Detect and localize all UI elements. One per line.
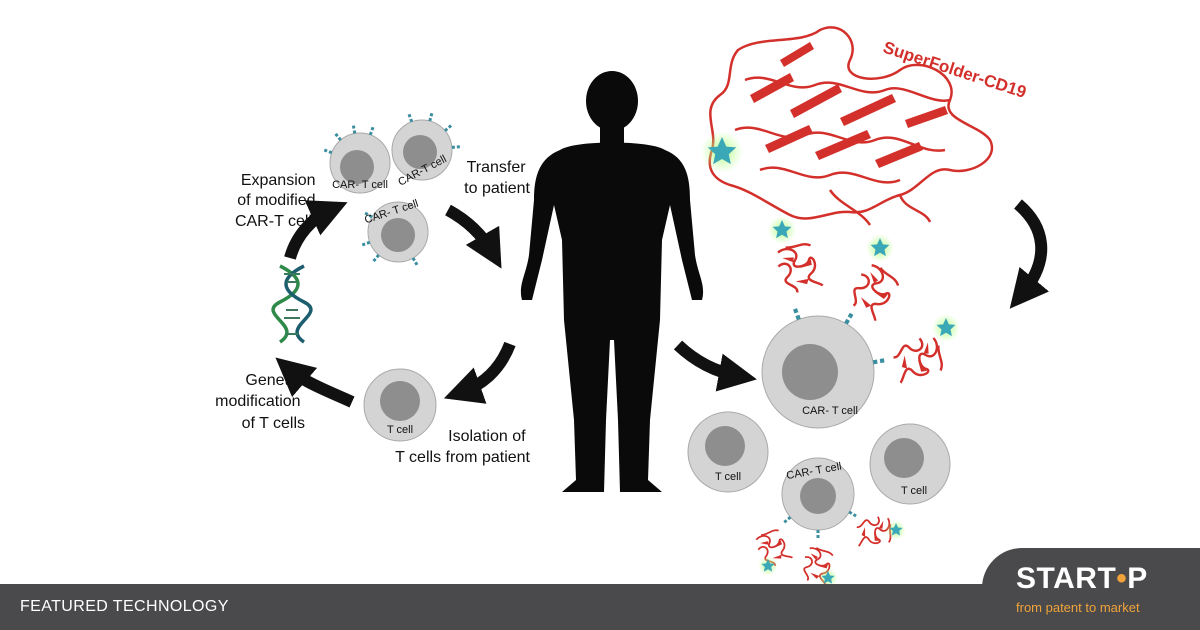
cycle-arrow-icon <box>445 204 502 269</box>
cell-label: CAR- T cell <box>332 179 388 191</box>
star-fluorophore-icon <box>886 520 906 540</box>
car-t-cell-bound: CAR- T cell <box>781 457 859 541</box>
cell-label: CAR- T cell <box>802 405 858 417</box>
logo-wordmark: START•P <box>1016 562 1148 595</box>
car-t-cell-bound: CAR- T cell <box>761 308 886 429</box>
t-cell: T cell <box>687 411 769 493</box>
label-expansion: Expansion of modified CAR-T cells <box>235 172 320 230</box>
featured-technology-label: FEATURED TECHNOLOGY <box>20 598 229 615</box>
star-fluorophore-icon <box>768 216 796 244</box>
logo-tagline: from patent to market <box>1016 600 1140 615</box>
cycle-arrow-icon <box>284 200 348 260</box>
car-t-cell: CAR-T cell <box>391 110 463 189</box>
star-fluorophore-icon <box>866 234 894 262</box>
label-genetic: Genetic modification of T cells <box>215 372 305 432</box>
star-fluorophore-icon <box>701 131 743 173</box>
flow-arrow-icon <box>673 340 757 392</box>
car-t-cell: CAR- T cell <box>321 123 391 194</box>
t-cell: T cell <box>869 423 951 505</box>
superfolder-label: SuperFolder-CD19 <box>881 38 1029 102</box>
star-fluorophore-icon <box>758 556 778 576</box>
dna-icon <box>271 264 313 344</box>
human-silhouette-icon <box>520 71 704 492</box>
car-t-cell: CAR- T cell <box>359 198 429 268</box>
cycle-arrow-icon <box>275 357 355 408</box>
label-transfer: Transfer to patient <box>464 159 530 197</box>
startup-logo[interactable]: START•P from patent to market <box>982 548 1200 630</box>
flow-arrow-icon <box>1009 199 1050 309</box>
protein-ribbon-icon <box>708 26 994 226</box>
protein-strands <box>750 42 948 168</box>
lightbulb-icon: • <box>1116 562 1128 595</box>
bound-protein <box>843 259 903 323</box>
cycle-arrow-icon <box>443 341 516 404</box>
cell-label: T cell <box>715 471 741 483</box>
label-isolation: Isolation of T cells from patient <box>395 428 530 466</box>
bound-protein <box>771 238 827 299</box>
cell-label: T cell <box>387 424 413 436</box>
star-fluorophore-icon <box>932 314 960 342</box>
bound-protein <box>887 331 948 387</box>
t-cell: T cell <box>363 368 437 442</box>
cell-label: T cell <box>901 485 927 497</box>
